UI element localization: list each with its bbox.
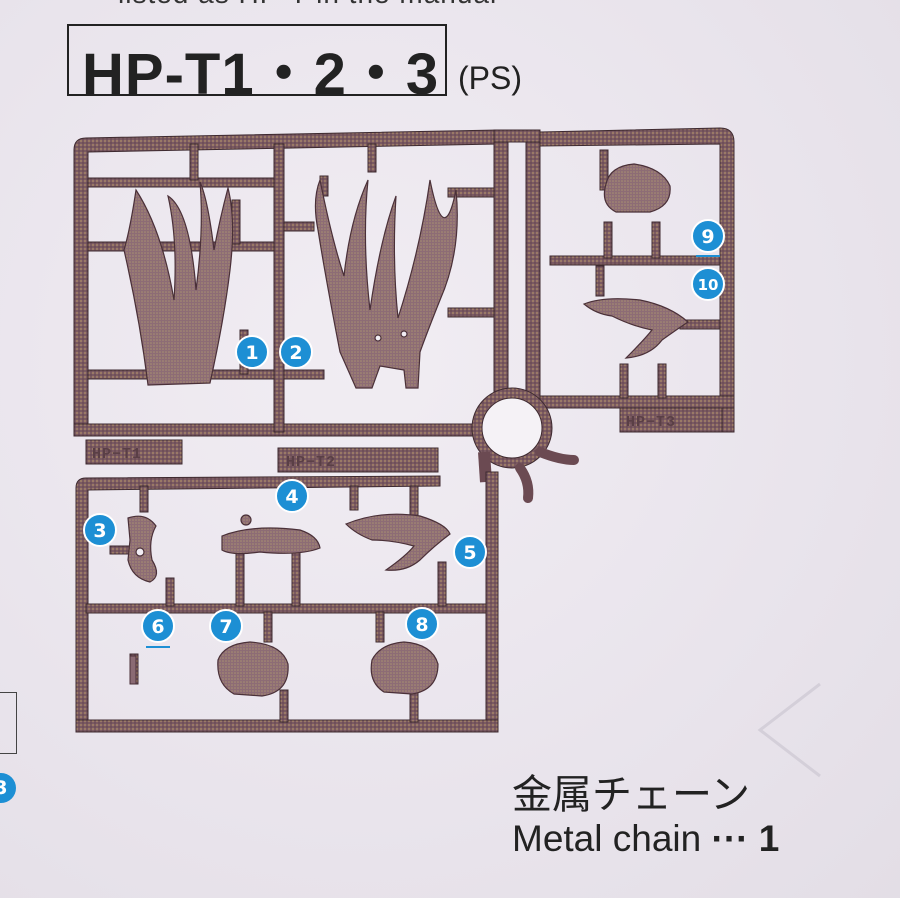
tag-hp-t1-text: HP−T1 xyxy=(92,446,142,463)
badge-9: 9 xyxy=(691,219,725,257)
badge-6-text: 6 xyxy=(151,616,164,638)
badge-2-text: 2 xyxy=(289,342,302,364)
head-part-8 xyxy=(370,641,439,695)
tag-hp-t2: HP−T2 xyxy=(277,447,439,473)
badge-2: 2 xyxy=(279,335,313,369)
badge-6: 6 xyxy=(141,609,175,648)
adjacent-sprue-edge xyxy=(0,692,17,754)
head-part-7 xyxy=(217,641,289,697)
tag-hp-t1: HP−T1 xyxy=(85,439,183,465)
badge-10-text: 10 xyxy=(698,276,719,294)
tag-hp-t3-text: HP−T3 xyxy=(626,414,676,431)
badge-3: 3 xyxy=(83,513,117,547)
accessory-line: Metal chain ··· 1 xyxy=(512,818,779,860)
accessory-name-en: Metal chain xyxy=(512,818,702,859)
part-4 xyxy=(221,514,321,555)
sprue-hub xyxy=(471,387,579,503)
clip-part-3 xyxy=(127,515,158,583)
badge-10: 10 xyxy=(691,267,725,301)
badge-1: 1 xyxy=(235,335,269,369)
badge-8: 8 xyxy=(405,607,439,641)
tag-hp-t3: HP−T3 xyxy=(619,407,723,433)
badge-7-text: 7 xyxy=(219,616,232,638)
accessory-name-jp: 金属チェーン xyxy=(512,772,750,818)
part-number-badges: 1 2 3 4 5 6 7 8 9 10 xyxy=(83,219,725,648)
material-label: (PS) xyxy=(458,60,522,96)
badge-5-text: 5 xyxy=(463,542,476,564)
cutoff-caption: listed as HP-T in the manual xyxy=(118,0,497,10)
small-part-6 xyxy=(129,655,137,685)
badge-7: 7 xyxy=(209,609,243,643)
tag-hp-t2-text: HP−T2 xyxy=(286,454,336,471)
main-runner xyxy=(493,129,541,405)
badge-8-text: 8 xyxy=(415,614,428,636)
hair-part-10 xyxy=(582,298,689,359)
adjacent-badge: 3 xyxy=(0,773,16,803)
accessory-dots: ··· xyxy=(711,818,749,859)
sprue-frame-lower xyxy=(75,471,499,733)
badge-3-text: 3 xyxy=(93,520,106,542)
hair-part-2 xyxy=(314,177,458,389)
accessory-quantity: 1 xyxy=(758,818,780,859)
title-frame xyxy=(67,24,447,96)
sprue-title: HP-T1・2・3 xyxy=(82,42,440,107)
badge-5: 5 xyxy=(453,535,487,569)
badge-1-text: 1 xyxy=(245,342,258,364)
badge-4: 4 xyxy=(275,479,309,513)
bleedthrough-arrow xyxy=(757,682,821,778)
badge-4-text: 4 xyxy=(285,486,298,508)
badge-9-text: 9 xyxy=(701,226,714,248)
hair-part-5 xyxy=(344,513,451,571)
hair-part-1 xyxy=(123,181,234,386)
sprue-frame-right xyxy=(539,127,735,433)
head-part-9 xyxy=(603,163,671,213)
